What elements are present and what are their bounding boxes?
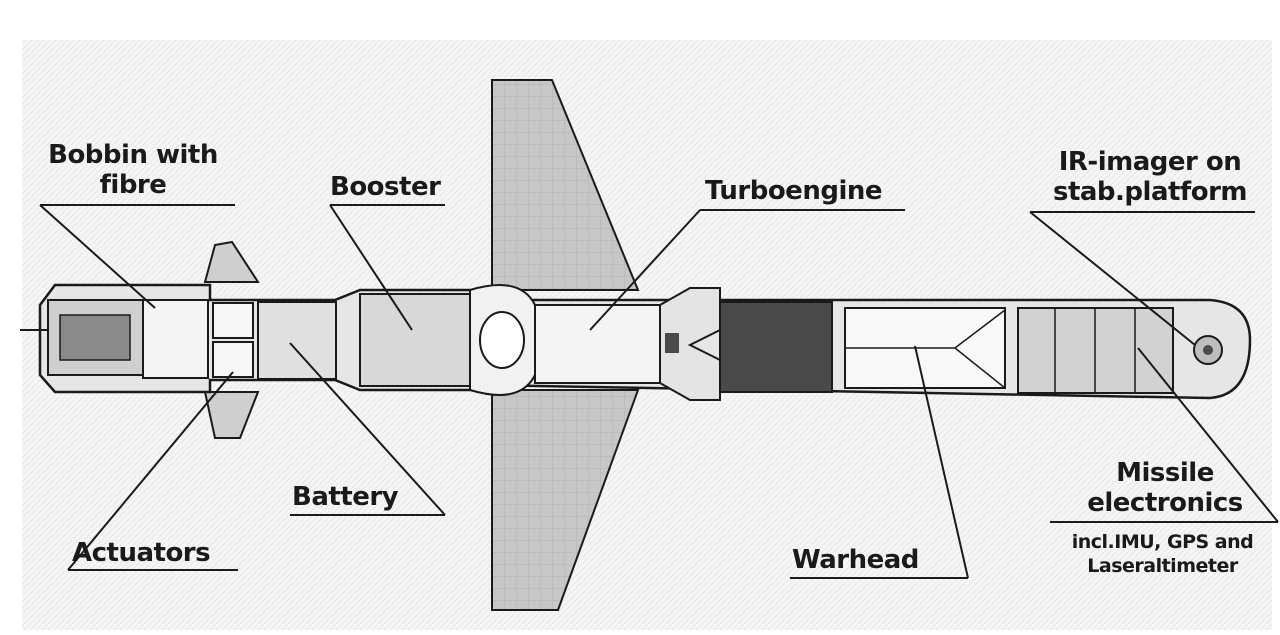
label-warhead: Warhead [792, 545, 919, 575]
label-actuators: Actuators [72, 538, 211, 568]
booster-section [359, 293, 473, 387]
label-ir-imager-line2: stab.platform [1052, 177, 1248, 207]
label-booster: Booster [330, 172, 441, 202]
label-electronics-line2: electronics [1087, 488, 1243, 518]
battery-section [257, 301, 337, 380]
label-electronics-line4: Laseraltimeter [1087, 555, 1238, 577]
label-electronics-line1: Missile [1116, 458, 1214, 488]
label-bobbin-line1: Bobbin with [48, 140, 218, 170]
fuel-section [719, 301, 833, 393]
label-electronics-detail: incl.IMU, GPS and Laseraltimeter [1045, 530, 1280, 578]
label-turboengine: Turboengine [705, 176, 883, 206]
upper-wing [491, 79, 640, 291]
turboengine-section [534, 304, 661, 384]
leader-lines [39, 204, 1279, 579]
upper-tail-fin [203, 240, 260, 283]
label-bobbin-with-fibre: Bobbin with fibre [33, 140, 233, 200]
lower-wing [491, 389, 640, 611]
label-ir-imager-line1: IR-imager on [1058, 147, 1242, 177]
label-missile-electronics: Missile electronics [1060, 458, 1270, 518]
lower-tail-fin [203, 391, 260, 439]
label-electronics-line3: incl.IMU, GPS and [1071, 531, 1254, 553]
actuator-block-lower [212, 341, 254, 378]
label-battery: Battery [292, 482, 399, 512]
actuator-block-upper [212, 302, 254, 339]
label-ir-imager: IR-imager on stab.platform [1035, 147, 1265, 207]
label-bobbin-line2: fibre [99, 170, 167, 200]
